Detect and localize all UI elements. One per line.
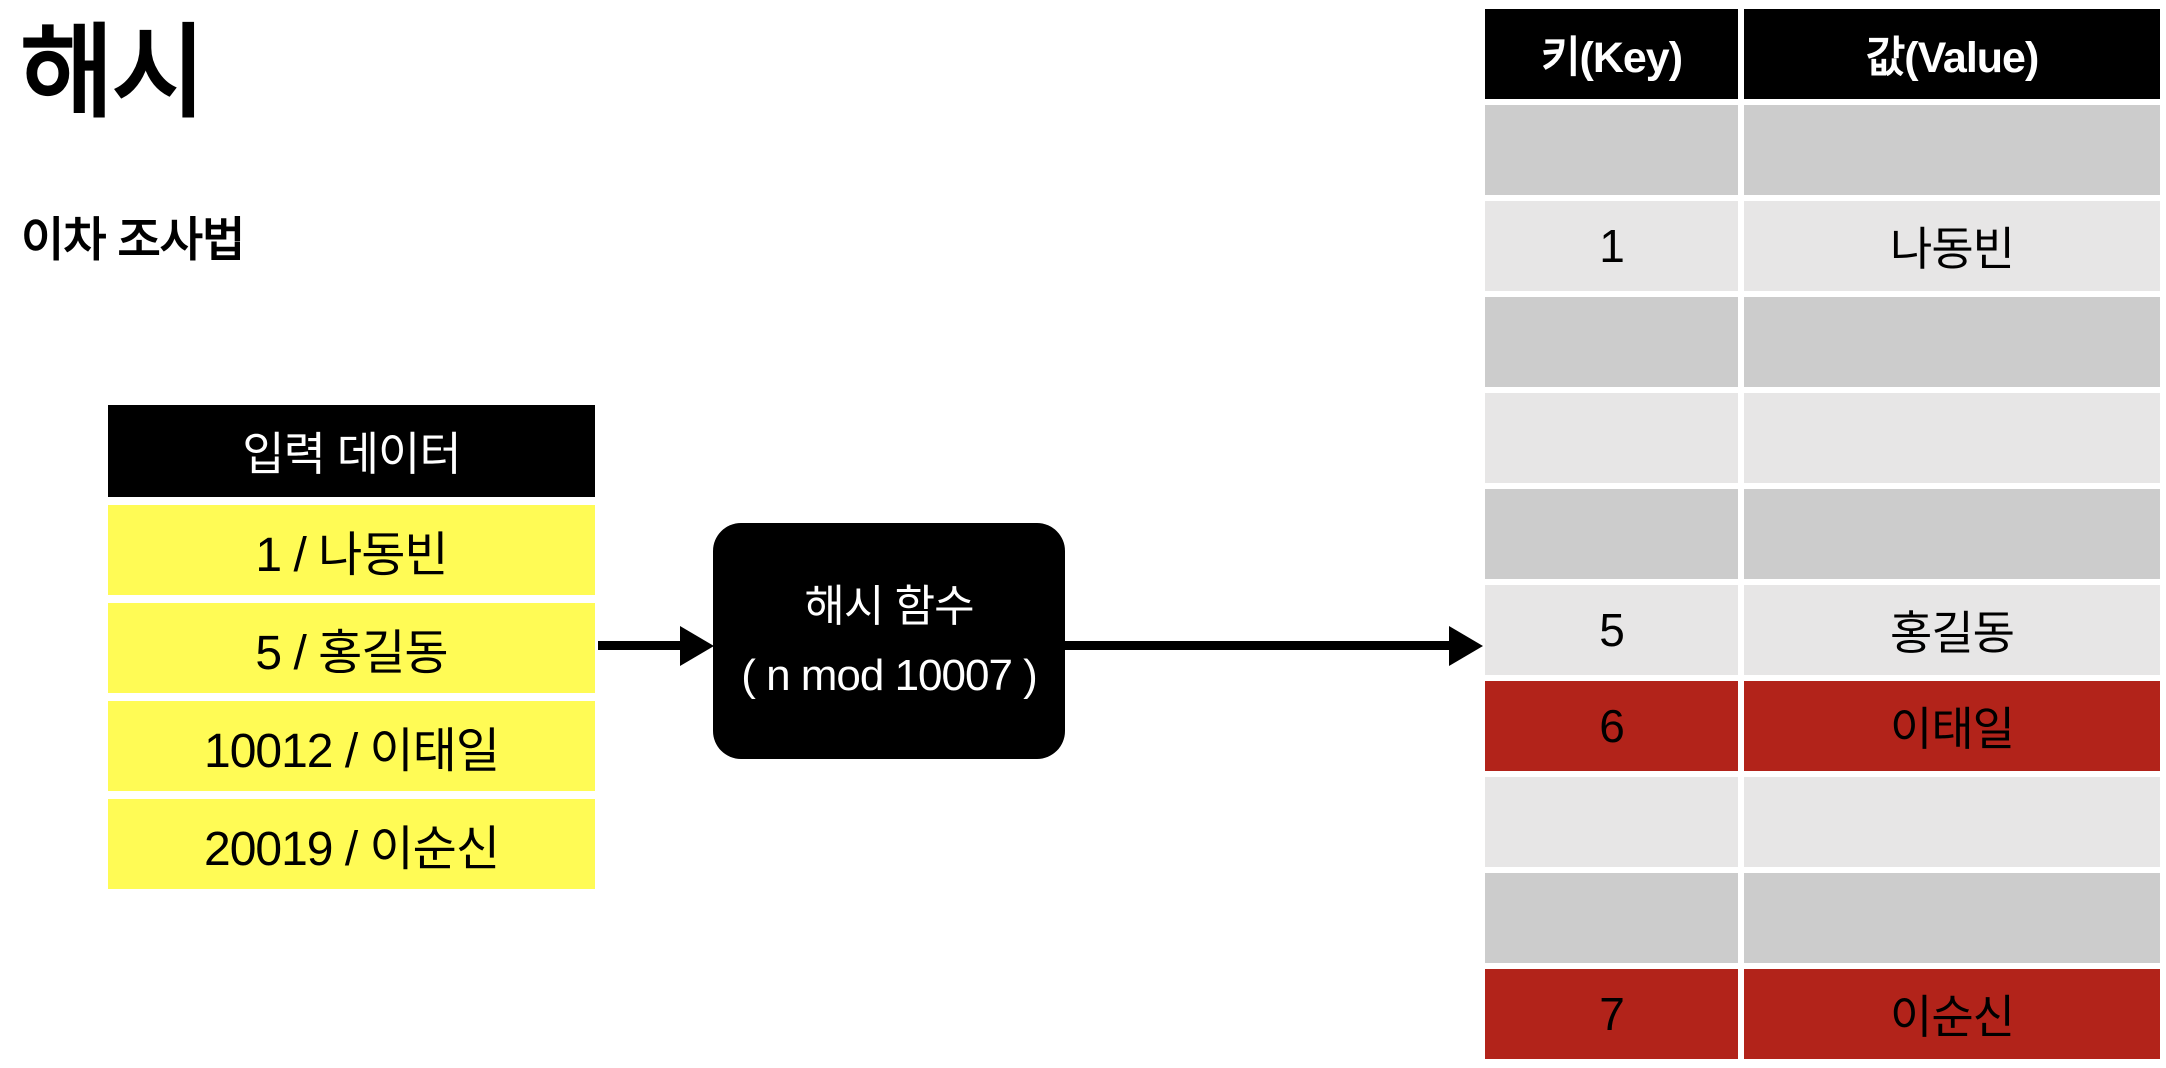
table-row [1485, 393, 2160, 483]
page-subtitle: 이차 조사법 [21, 213, 245, 266]
input-table-row: 1 / 나동빈 [108, 505, 595, 595]
value-cell [1744, 873, 2160, 963]
arrow-input-to-hash-line [598, 641, 682, 650]
key-cell: 7 [1485, 969, 1738, 1059]
value-cell [1744, 297, 2160, 387]
key-cell [1485, 489, 1738, 579]
table-row [1485, 297, 2160, 387]
input-table-row: 5 / 홍길동 [108, 603, 595, 693]
value-cell: 나동빈 [1744, 201, 2160, 291]
value-column-header: 값(Value) [1744, 9, 2160, 99]
key-cell [1485, 393, 1738, 483]
table-row [1485, 105, 2160, 195]
value-cell [1744, 777, 2160, 867]
value-cell [1744, 105, 2160, 195]
table-row [1485, 489, 2160, 579]
table-row [1485, 873, 2160, 963]
arrow-input-to-hash-head-icon [680, 626, 714, 666]
value-cell: 이순신 [1744, 969, 2160, 1059]
value-cell [1744, 393, 2160, 483]
hash-function-formula: ( n mod 10007 ) [741, 651, 1038, 700]
value-cell: 이태일 [1744, 681, 2160, 771]
hash-function-name: 해시 함수 [804, 581, 974, 631]
key-cell: 5 [1485, 585, 1738, 675]
input-table-row: 10012 / 이태일 [108, 701, 595, 791]
key-cell [1485, 105, 1738, 195]
value-cell: 홍길동 [1744, 585, 2160, 675]
key-cell [1485, 873, 1738, 963]
key-cell: 6 [1485, 681, 1738, 771]
input-table-row: 20019 / 이순신 [108, 799, 595, 889]
table-row [1485, 777, 2160, 867]
key-column-header: 키(Key) [1485, 9, 1738, 99]
arrow-hash-to-table-head-icon [1449, 626, 1483, 666]
arrow-hash-to-table-line [1065, 641, 1451, 650]
hash-table-header-row: 키(Key) 값(Value) [1485, 9, 2160, 99]
hash-function-box: 해시 함수 ( n mod 10007 ) [713, 523, 1065, 759]
page-title: 해시 [20, 16, 206, 130]
key-cell [1485, 777, 1738, 867]
value-cell [1744, 489, 2160, 579]
key-cell: 1 [1485, 201, 1738, 291]
key-cell [1485, 297, 1738, 387]
input-table-header: 입력 데이터 [108, 405, 595, 497]
